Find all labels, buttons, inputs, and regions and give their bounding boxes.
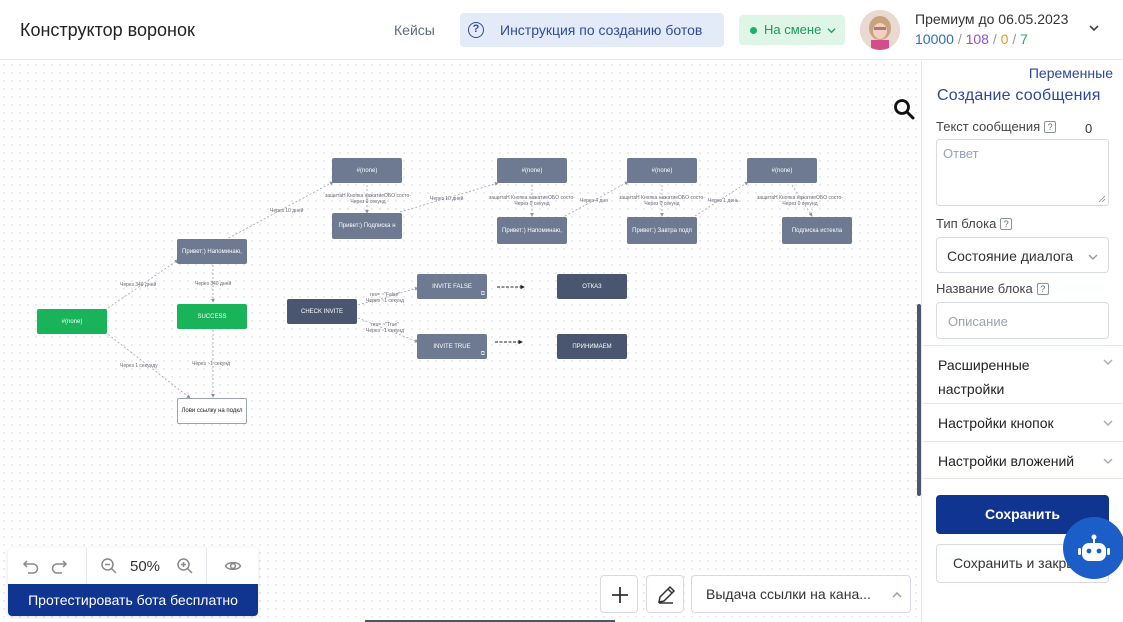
zoom-level: 50%: [130, 558, 161, 575]
flow-node-reminder-2[interactable]: Привет:) Напоминаю,: [497, 217, 567, 244]
chevron-down-icon: [1103, 420, 1113, 426]
avatar-image: [860, 10, 900, 50]
edge-label: Через ~1 секунд: [192, 361, 231, 367]
edge-label: защитаН Кнопка нажатиеОБО состо-Через 0 …: [489, 195, 575, 207]
account-chevron-down-icon[interactable]: [1088, 22, 1100, 34]
status-label: На смене: [764, 22, 822, 37]
status-dropdown[interactable]: На смене: [739, 15, 845, 45]
undo-icon[interactable]: [22, 557, 40, 575]
edge-label: Через 10 дней: [270, 208, 304, 214]
message-textarea[interactable]: Ответ: [936, 139, 1109, 206]
edit-block-button[interactable]: [646, 575, 684, 613]
horizontal-scrollbar[interactable]: [365, 620, 615, 622]
robot-icon: [1078, 534, 1110, 561]
edge-label: Через 340 дней: [120, 282, 157, 288]
edge-label: Через 1 секунду: [120, 363, 158, 369]
chevron-up-icon: [892, 592, 902, 598]
top-header: Конструктор воронок Кейсы ? Инструкция п…: [0, 0, 1123, 60]
external-icon: ⧉: [480, 291, 485, 297]
flow-node-none-1[interactable]: #(none): [332, 158, 402, 183]
zoom-out-icon[interactable]: [100, 557, 118, 575]
resize-handle-icon[interactable]: [1098, 195, 1106, 203]
page-title: Конструктор воронок: [20, 20, 195, 40]
attachments-settings-section[interactable]: Настройки вложений: [922, 441, 1123, 479]
canvas-toolbar: 50% Протестировать бота бесплатно: [8, 548, 258, 616]
account-counters: 10000 / 108 / 0 / 7: [915, 31, 1028, 47]
eye-icon[interactable]: [224, 557, 242, 575]
chevron-down-icon: [1103, 359, 1113, 365]
zoom-in-icon[interactable]: [176, 557, 194, 575]
block-type-label: Тип блока?: [936, 216, 1013, 231]
advanced-settings-section[interactable]: Расширенные настройки: [922, 345, 1123, 403]
buttons-settings-section[interactable]: Настройки кнопок: [922, 403, 1123, 441]
cases-link[interactable]: Кейсы: [394, 22, 435, 38]
edge-label: Через 10 дней: [430, 196, 464, 202]
chevron-down-icon: [827, 28, 836, 34]
plus-icon: [612, 587, 628, 603]
premium-status: Премиум до 06.05.2023: [915, 11, 1069, 27]
edge-label: Через 1 день: [708, 198, 739, 204]
search-icon[interactable]: [892, 97, 916, 121]
flow-node-reminder-1[interactable]: Привет:) Напоминаю,: [177, 239, 247, 264]
flow-node-accept[interactable]: ПРИНИМАЕМ: [557, 334, 627, 359]
chevron-down-icon: [1103, 458, 1113, 464]
flow-node-none-2[interactable]: #(none): [497, 158, 567, 183]
block-type-select[interactable]: Состояние диалога: [936, 237, 1109, 273]
flow-node-none-4[interactable]: #(none): [747, 158, 817, 183]
flow-node-invite-false[interactable]: INVITE FALSE ⧉: [417, 274, 487, 299]
flow-node-tomorrow[interactable]: Привет:) Завтра подп: [627, 217, 697, 244]
instruction-button[interactable]: ? Инструкция по созданию ботов: [460, 13, 724, 47]
edge-label: защитаН Кнопка нажатиеОБО состо-Через 0 …: [757, 195, 843, 207]
edge-label: res= ~"False"Через ~1 секунд: [366, 292, 405, 304]
flow-node-refuse[interactable]: ОТКАЗ: [557, 274, 627, 299]
counter-1: 10000: [915, 31, 954, 47]
flow-node-subscription[interactable]: Привет:) Подписка н: [332, 213, 402, 239]
flow-node-expired[interactable]: Подписка истекла: [782, 217, 852, 244]
edge-label: Через 340 дней: [195, 281, 232, 287]
flow-node-invite-true[interactable]: INVITE TRUE ⧉: [417, 334, 487, 359]
pencil-icon: [658, 585, 676, 604]
test-bot-button[interactable]: Протестировать бота бесплатно: [8, 584, 258, 616]
variables-link[interactable]: Переменные: [1028, 65, 1113, 81]
help-icon[interactable]: ?: [1036, 283, 1049, 295]
block-name-input[interactable]: Описание: [936, 302, 1109, 339]
edge-label: Через 4 дня: [580, 198, 608, 204]
flow-node-check-invite[interactable]: CHECK INVITE: [287, 299, 357, 324]
counter-3: 0: [1000, 31, 1009, 47]
block-selector[interactable]: Выдача ссылки на кана...: [691, 575, 911, 613]
avatar[interactable]: [860, 10, 900, 50]
flow-node-success[interactable]: SUCCESS: [177, 304, 247, 329]
canvas-scrollbar[interactable]: [917, 304, 921, 496]
edge-label: защитаН Кнопка нажатиеОБО состо-Через 0 …: [619, 195, 705, 207]
chevron-down-icon: [1088, 254, 1098, 260]
counter-4: 7: [1020, 31, 1028, 47]
add-block-button[interactable]: [600, 575, 638, 613]
flow-node-start[interactable]: #(none): [37, 309, 107, 334]
question-icon: ?: [468, 22, 484, 38]
edge-label: res= ~"True"Через ~1 секунд: [366, 322, 405, 334]
message-label: Текст сообщения?: [936, 119, 1057, 134]
sidebar-title: Создание сообщения: [937, 87, 1101, 104]
instruction-label: Инструкция по созданию ботов: [500, 22, 703, 38]
status-dot-icon: [750, 27, 757, 34]
block-name-label: Название блока?: [936, 281, 1049, 296]
external-icon: ⧉: [480, 351, 485, 357]
flow-node-none-3[interactable]: #(none): [627, 158, 697, 183]
chat-bot-button[interactable]: [1063, 517, 1123, 579]
counter-2: 108: [965, 31, 989, 47]
edge-label: защитаН Кнопка нажатиеОБО состо-Через 0 …: [325, 193, 411, 205]
redo-icon[interactable]: [50, 557, 68, 575]
message-char-counter: 0: [1085, 121, 1093, 136]
flow-node-link[interactable]: Лови ссылку на подкл: [177, 398, 247, 424]
help-icon[interactable]: ?: [1044, 121, 1057, 133]
help-icon[interactable]: ?: [1000, 218, 1013, 230]
